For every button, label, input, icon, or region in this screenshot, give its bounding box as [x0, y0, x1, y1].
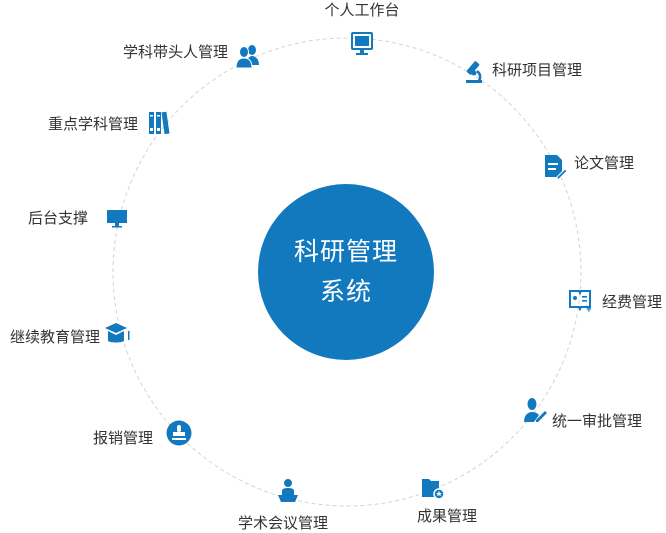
speaker-podium-icon[interactable]: [275, 478, 301, 504]
module-label-achievements[interactable]: 成果管理: [416, 507, 478, 525]
users-icon[interactable]: [235, 43, 261, 69]
module-label-discipline-leaders[interactable]: 学科带头人管理: [122, 43, 228, 61]
module-label-research-projects[interactable]: 科研项目管理: [492, 61, 583, 79]
document-edit-icon[interactable]: [541, 153, 567, 179]
user-pencil-icon[interactable]: [522, 397, 548, 423]
microscope-icon[interactable]: [460, 59, 486, 85]
module-label-academic-conference[interactable]: 学术会议管理: [237, 514, 329, 532]
module-label-backend-support[interactable]: 后台支撑: [27, 209, 88, 227]
module-label-key-disciplines[interactable]: 重点学科管理: [47, 115, 138, 133]
finance-book-icon[interactable]: ¥: [567, 287, 593, 313]
module-label-reimbursement[interactable]: 报销管理: [92, 429, 153, 447]
display-icon[interactable]: [104, 205, 130, 231]
module-label-personal-workbench[interactable]: 个人工作台: [324, 1, 400, 19]
module-label-continuing-education[interactable]: 继续教育管理: [9, 328, 100, 346]
module-label-unified-approval[interactable]: 统一审批管理: [552, 412, 643, 430]
center-hub: 科研管理 系统: [258, 184, 434, 360]
module-label-papers[interactable]: 论文管理: [574, 154, 635, 172]
svg-text:¥: ¥: [586, 305, 592, 313]
center-title-line2: 系统: [319, 277, 372, 306]
stamp-icon[interactable]: [166, 420, 192, 446]
graduation-cap-icon[interactable]: [104, 320, 130, 346]
monitor-icon[interactable]: [349, 31, 375, 57]
module-label-funding[interactable]: 经费管理: [602, 293, 663, 311]
binders-icon[interactable]: [147, 110, 173, 136]
center-title-line1: 科研管理: [293, 237, 398, 266]
folder-star-icon[interactable]: [420, 475, 446, 501]
